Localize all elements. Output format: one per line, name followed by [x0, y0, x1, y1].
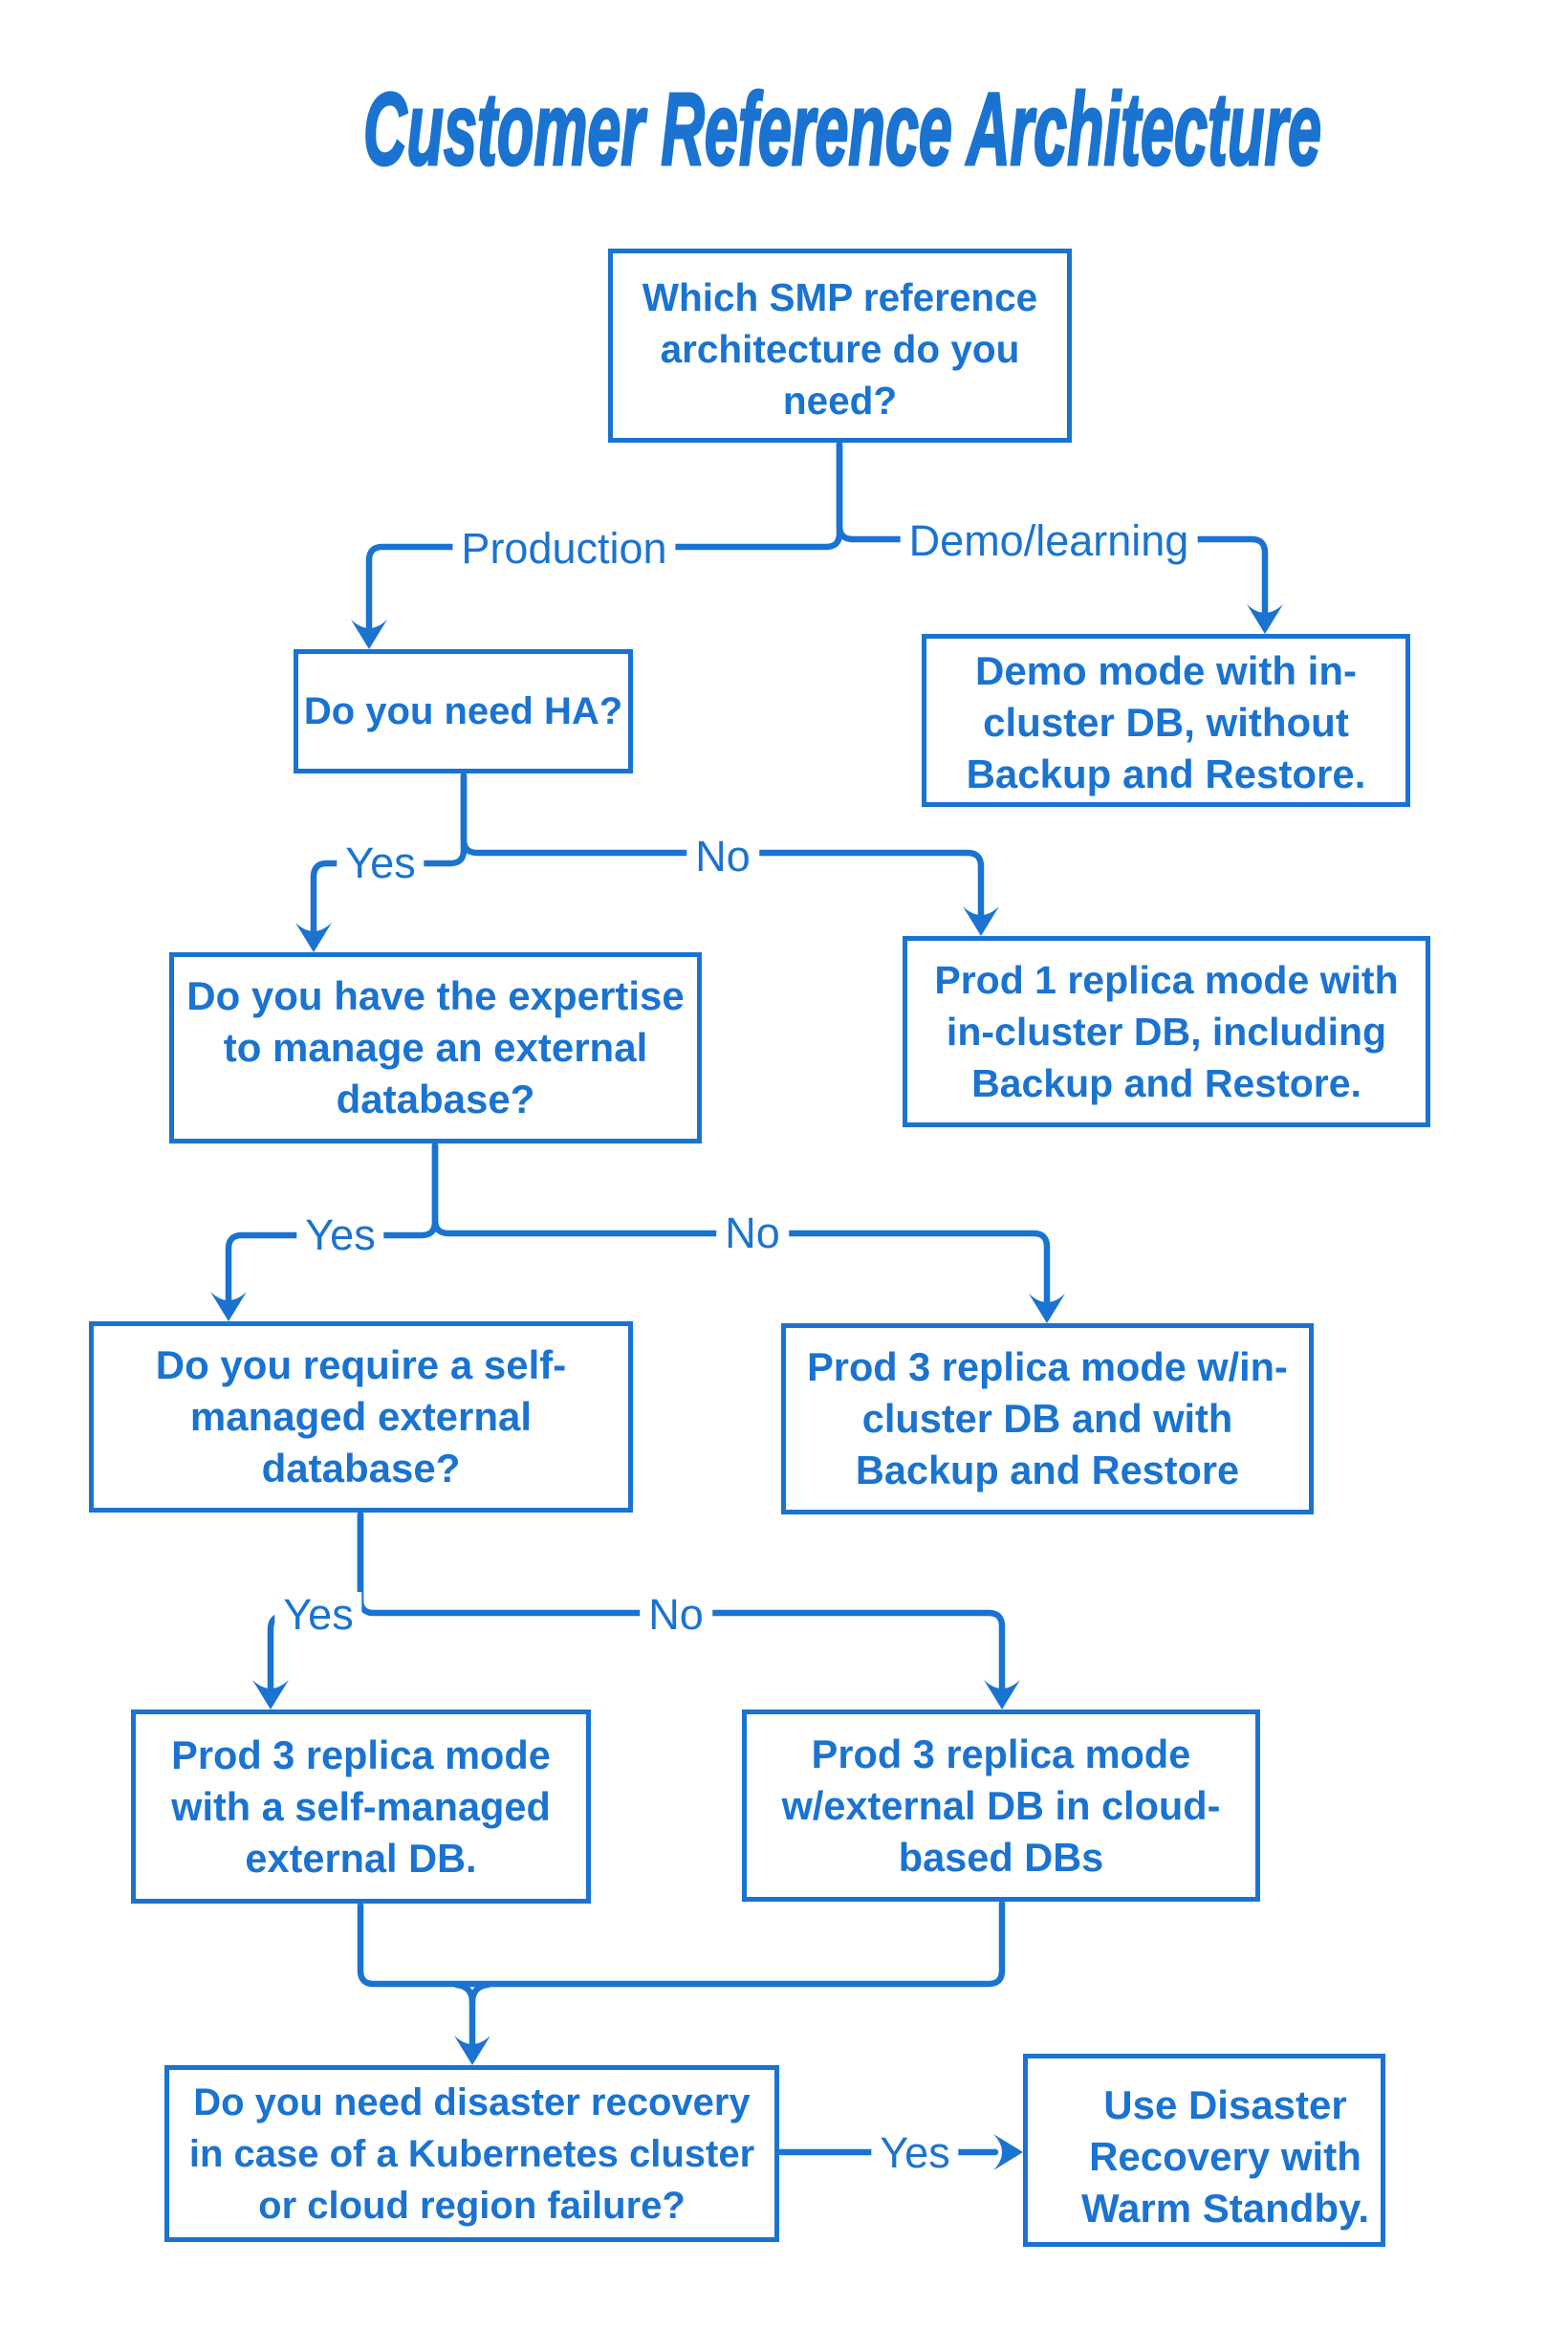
svg-text:Customer Reference Architectur: Customer Reference Architecture	[363, 71, 1321, 186]
